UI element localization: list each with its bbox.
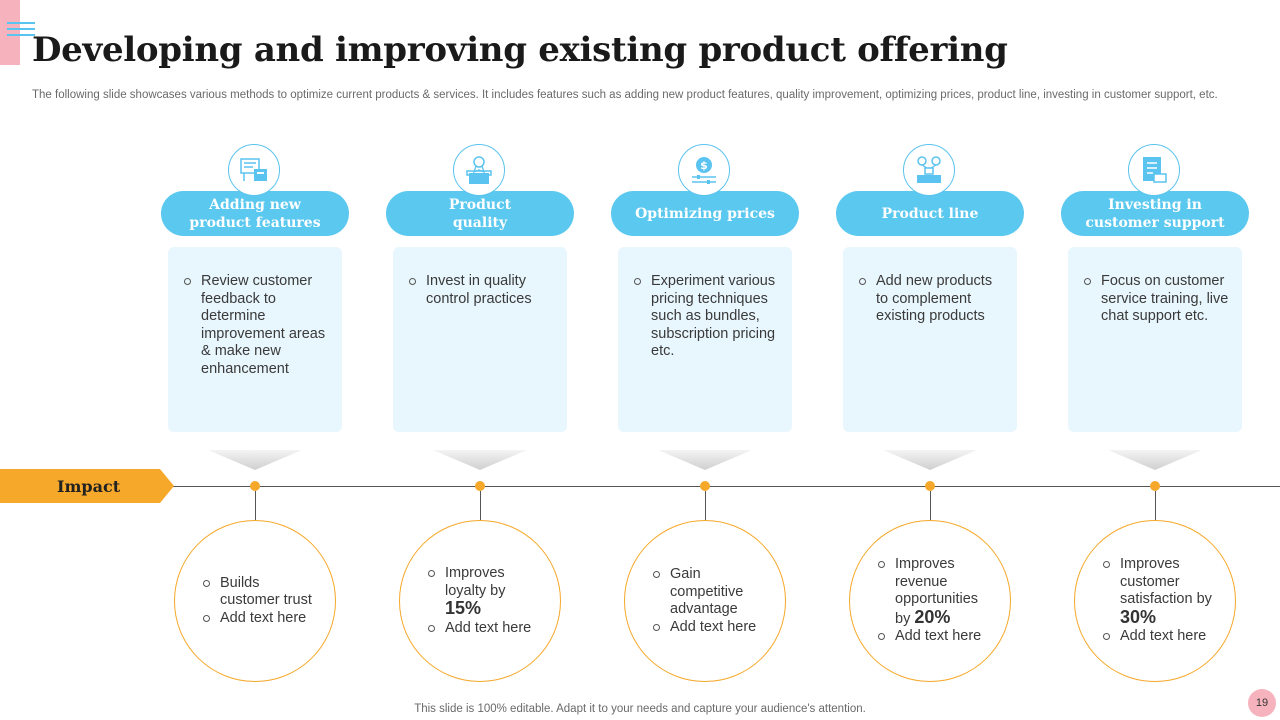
impact-placeholder: Add text here: [203, 610, 317, 628]
customer-support-icon: [1128, 144, 1180, 196]
quality-box-icon: [453, 144, 505, 196]
timeline-dot: [1150, 481, 1160, 491]
impact-timeline: [160, 486, 1280, 487]
chevron-down-icon: [433, 450, 527, 470]
method-heading: Product line: [836, 191, 1024, 236]
bullet-icon: [878, 561, 885, 569]
connector-line: [930, 491, 931, 521]
page-number: 19: [1248, 689, 1276, 717]
impact-placeholder: Add text here: [428, 620, 542, 638]
method-description: Add new products to complement existing …: [857, 273, 1007, 326]
bullet-icon: [634, 278, 641, 285]
method-description: Focus on customer service training, live…: [1082, 273, 1232, 326]
impact-point: Builds customer trust: [203, 575, 317, 610]
corner-accent: [0, 0, 20, 65]
method-description: Experiment various pricing techniques su…: [632, 273, 782, 361]
chevron-down-icon: [1108, 450, 1202, 470]
impact-banner: Impact: [0, 469, 174, 503]
bullet-icon: [203, 579, 210, 587]
method-column-4: Product line Add new products to complem…: [836, 144, 1024, 474]
impact-value: 30%: [1120, 606, 1157, 627]
chevron-down-icon: [658, 450, 752, 470]
connector-line: [705, 491, 706, 521]
impact-point: Improves customer satisfaction by 30%: [1103, 556, 1217, 628]
impact-label: Impact: [57, 476, 121, 496]
svg-text:$: $: [700, 159, 708, 172]
bullet-icon: [409, 278, 416, 285]
impact-circle-1: Builds customer trust Add text here: [174, 520, 336, 682]
chevron-down-icon: [883, 450, 977, 470]
bullet-icon: [878, 633, 885, 641]
impact-placeholder: Add text here: [653, 619, 767, 637]
bullet-icon: [1084, 278, 1091, 285]
bullet-icon: [1103, 633, 1110, 641]
method-description: Review customer feedback to determine im…: [182, 273, 332, 378]
method-heading: Optimizing prices: [611, 191, 799, 236]
impact-point: Improves revenue opportunities by 20%: [878, 556, 992, 628]
method-description: Invest in quality control practices: [407, 273, 557, 308]
timeline-dot: [250, 481, 260, 491]
method-card: Review customer feedback to determine im…: [168, 247, 342, 432]
connector-line: [1155, 491, 1156, 521]
bullet-icon: [428, 570, 435, 577]
impact-placeholder: Add text here: [1103, 628, 1217, 646]
menu-icon[interactable]: [7, 22, 35, 38]
footer-note: This slide is 100% editable. Adapt it to…: [414, 703, 866, 715]
connector-line: [255, 491, 256, 521]
bullet-icon: [203, 614, 210, 622]
impact-circle-3: Gain competitive advantage Add text here: [624, 520, 786, 682]
page-title: Developing and improving existing produc…: [32, 30, 1008, 70]
impact-placeholder: Add text here: [878, 628, 992, 646]
timeline-dot: [925, 481, 935, 491]
method-card: Experiment various pricing techniques su…: [618, 247, 792, 432]
bullet-icon: [428, 624, 435, 632]
impact-value: 20%: [914, 606, 951, 627]
bullet-icon: [859, 278, 866, 285]
method-column-3: $ Optimizing prices Experiment various p…: [611, 144, 799, 474]
timeline-dot: [475, 481, 485, 491]
method-card: Add new products to complement existing …: [843, 247, 1017, 432]
bullet-icon: [1103, 561, 1110, 569]
product-line-icon: [903, 144, 955, 196]
impact-point: Gain competitive advantage: [653, 566, 767, 619]
page-subtitle: The following slide showcases various me…: [32, 89, 1218, 101]
impact-value: 15%: [445, 598, 482, 618]
bullet-icon: [653, 623, 660, 631]
method-card: Invest in quality control practices: [393, 247, 567, 432]
bullet-icon: [653, 571, 660, 578]
timeline-dot: [700, 481, 710, 491]
price-dollar-icon: $: [678, 144, 730, 196]
method-card: Focus on customer service training, live…: [1068, 247, 1242, 432]
bullet-icon: [184, 278, 191, 285]
impact-circle-5: Improves customer satisfaction by 30% Ad…: [1074, 520, 1236, 682]
feedback-board-icon: [228, 144, 280, 196]
connector-line: [480, 491, 481, 521]
chevron-down-icon: [208, 450, 302, 470]
impact-circle-4: Improves revenue opportunities by 20% Ad…: [849, 520, 1011, 682]
